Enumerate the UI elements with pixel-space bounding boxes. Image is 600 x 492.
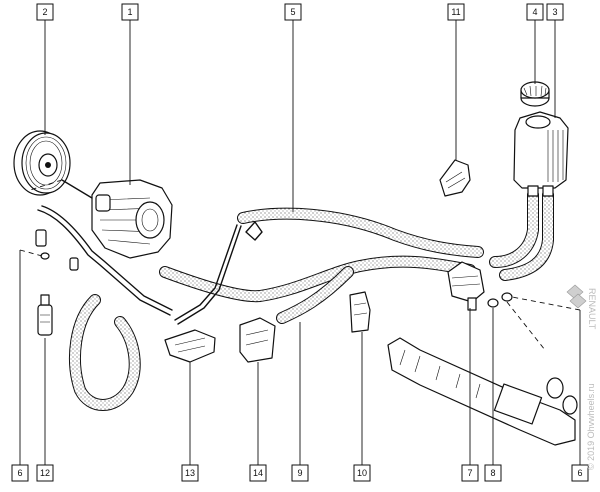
pressure-switch-12 xyxy=(37,294,53,336)
callout-5-label: 5 xyxy=(290,7,295,17)
renault-logo: RENAULT xyxy=(566,284,597,330)
power-steering-pump xyxy=(61,179,173,259)
rigid-pipes xyxy=(37,205,263,325)
callout-9-label: 9 xyxy=(297,468,302,478)
callout-14-label: 14 xyxy=(253,468,263,478)
callout-7: 7 xyxy=(461,464,479,482)
watermark-text: © 2019 Ohvwheels.ru xyxy=(586,383,596,470)
reservoir-cap xyxy=(520,81,550,107)
valve-block xyxy=(447,261,485,311)
callout-6-left-label: 6 xyxy=(17,468,22,478)
callout-6-right: 6 xyxy=(571,464,589,482)
callout-11-label: 11 xyxy=(451,7,460,17)
callout-7-label: 7 xyxy=(467,468,472,478)
callout-6-left: 6 xyxy=(11,464,29,482)
callout-12: 12 xyxy=(36,464,54,482)
callout-8-label: 8 xyxy=(490,468,495,478)
fitting-6-left xyxy=(35,229,79,271)
clip-14 xyxy=(239,317,276,363)
callout-5: 5 xyxy=(284,3,302,21)
callout-10-label: 10 xyxy=(357,468,367,478)
hoses xyxy=(69,189,554,411)
callout-4-label: 4 xyxy=(532,7,537,17)
callout-13-label: 13 xyxy=(185,468,195,478)
callout-1-label: 1 xyxy=(127,7,132,17)
callout-13: 13 xyxy=(181,464,199,482)
clip-13 xyxy=(164,329,216,363)
pump-pulley xyxy=(13,130,71,196)
callout-4: 4 xyxy=(526,3,544,21)
logo-text: RENAULT xyxy=(587,288,597,330)
steering-rack xyxy=(387,337,578,446)
seals-8 xyxy=(487,292,513,308)
callout-12-label: 12 xyxy=(40,468,50,478)
callout-3-label: 3 xyxy=(552,7,557,17)
callout-9: 9 xyxy=(291,464,309,482)
callout-2: 2 xyxy=(36,3,54,21)
bracket-11 xyxy=(439,159,471,197)
clip-10 xyxy=(349,291,371,333)
callout-11: 11 xyxy=(447,3,465,21)
callout-1: 1 xyxy=(121,3,139,21)
callout-6-right-label: 6 xyxy=(577,468,582,478)
callout-3: 3 xyxy=(546,3,564,21)
leader-lines xyxy=(19,20,581,465)
callout-10: 10 xyxy=(353,464,371,482)
callout-2-label: 2 xyxy=(42,7,47,17)
callout-8: 8 xyxy=(484,464,502,482)
callout-14: 14 xyxy=(249,464,267,482)
fluid-reservoir xyxy=(513,111,569,197)
